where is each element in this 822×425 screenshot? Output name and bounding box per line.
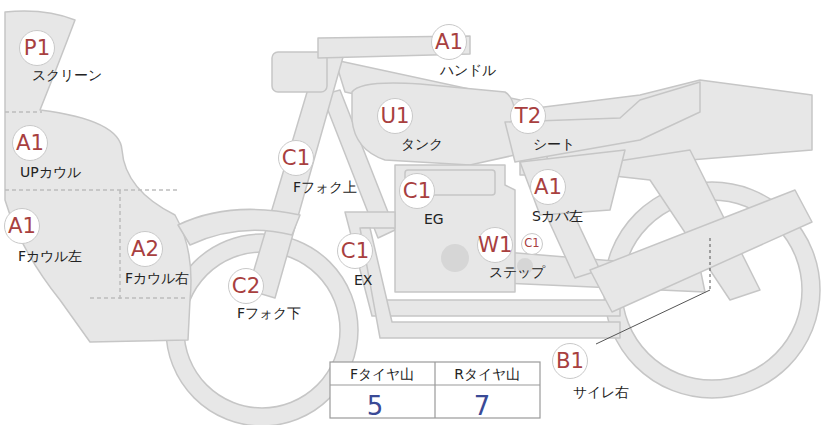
- callout-code: P1: [20, 37, 54, 58]
- part-name: Fフォク下: [237, 306, 301, 321]
- callout-circle: U1タンク: [377, 98, 413, 134]
- callout-code: A1: [432, 31, 466, 52]
- callout-code: A1: [13, 132, 47, 153]
- callout-code: C1: [279, 147, 313, 168]
- callout-code: A1: [5, 215, 39, 236]
- part-name: UPカウル: [20, 165, 81, 180]
- part-name: EG: [424, 212, 444, 227]
- callout-code: A1: [531, 176, 565, 197]
- table-header: Rタイヤ山: [454, 367, 520, 381]
- callout-circle: C2Fフォク下: [228, 268, 264, 304]
- callout-code: C2: [229, 275, 263, 296]
- part-name: スクリーン: [32, 68, 102, 83]
- callout-circle: A2Fカウル右: [127, 231, 163, 267]
- part-name: Sカバ左: [532, 209, 583, 224]
- callout-circle: A1ハンドル: [431, 24, 467, 60]
- part-name: ステップ: [489, 265, 545, 280]
- part-name: Fカウル左: [18, 249, 82, 264]
- table-value: 7: [474, 393, 491, 419]
- callout-circle: A1Sカバ左: [530, 169, 566, 205]
- callout-code: T2: [511, 105, 545, 126]
- part-name: ハンドル: [440, 63, 496, 78]
- callout-code: C1: [400, 180, 434, 201]
- table-value: 5: [367, 393, 384, 419]
- callout-circle: C1EG: [399, 173, 435, 209]
- callout-code: C1: [338, 240, 372, 261]
- part-name: サイレ右: [573, 385, 629, 400]
- callout-code: U1: [378, 105, 412, 126]
- callout-circle: B1サイレ右: [552, 343, 588, 379]
- table-header: Fタイヤ山: [350, 367, 414, 381]
- part-name: EX: [354, 273, 372, 288]
- callout-circle: C1EX: [337, 233, 373, 269]
- callout-circle: W1ステップ: [477, 227, 513, 263]
- part-name: Fフォク上: [293, 180, 357, 195]
- callout-circle: T2シート: [510, 98, 546, 134]
- callout-circle: P1スクリーン: [19, 30, 55, 66]
- callout-circle: A1Fカウル左: [4, 208, 40, 244]
- callout-code: A2: [128, 238, 162, 259]
- callout-circle: A1UPカウル: [12, 125, 48, 161]
- callout-code: C1: [522, 238, 542, 250]
- part-name: タンク: [401, 137, 443, 152]
- callout-code: W1: [478, 234, 512, 255]
- part-name: シート: [533, 137, 575, 152]
- callout-circle: C1: [521, 233, 543, 255]
- callout-code: B1: [553, 350, 587, 371]
- callout-circle: C1Fフォク上: [278, 140, 314, 176]
- part-name: Fカウル右: [125, 271, 189, 286]
